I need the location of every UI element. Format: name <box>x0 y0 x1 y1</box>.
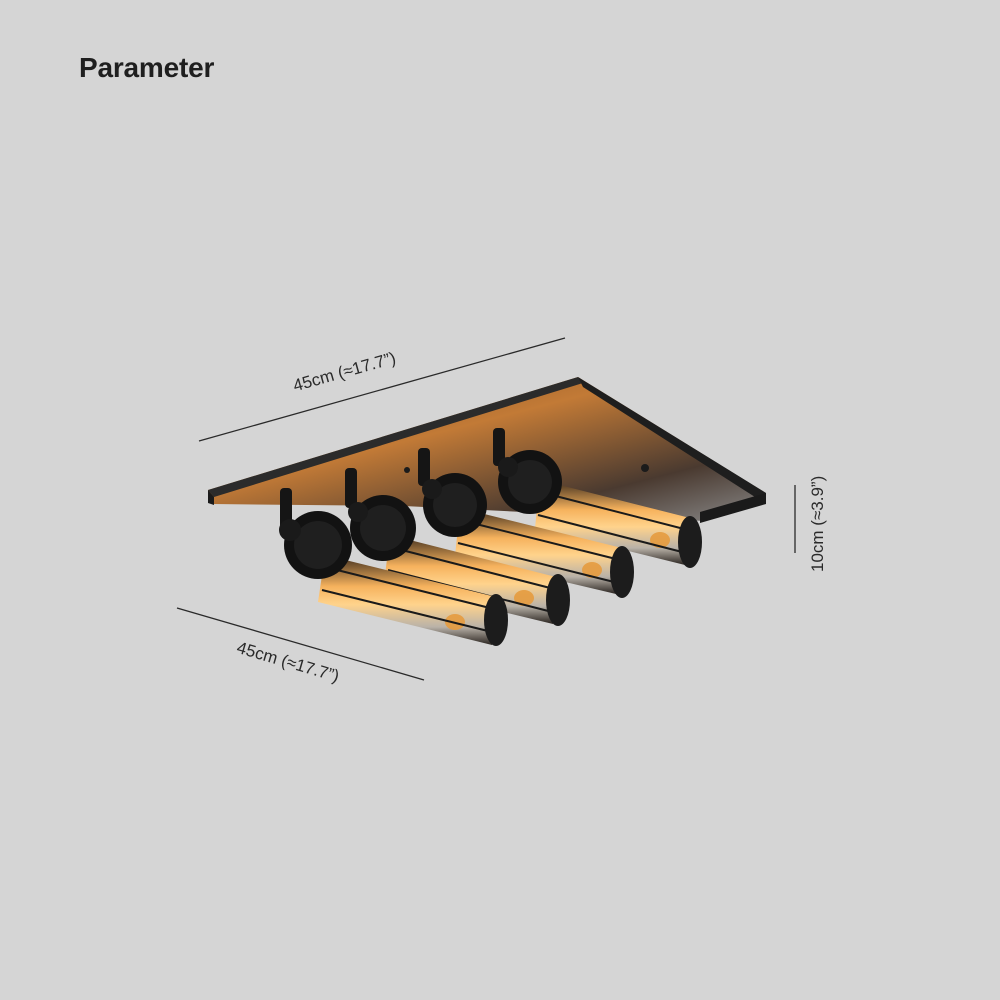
light-tubes <box>318 480 702 646</box>
socket-3 <box>418 448 487 537</box>
light-tube-3 <box>455 508 634 598</box>
light-tube-1 <box>318 555 508 646</box>
socket-fittings <box>279 428 562 579</box>
socket-4 <box>493 428 562 514</box>
light-tube-4 <box>535 480 702 568</box>
page-title: Parameter <box>79 52 215 83</box>
dimension-label-height: 10cm (≈3.9”) <box>808 475 827 572</box>
dimension-line-width <box>176 607 425 681</box>
socket-1 <box>279 488 352 579</box>
light-tube-2 <box>384 535 570 626</box>
dimension-line-length <box>198 337 566 442</box>
socket-2 <box>345 468 416 561</box>
